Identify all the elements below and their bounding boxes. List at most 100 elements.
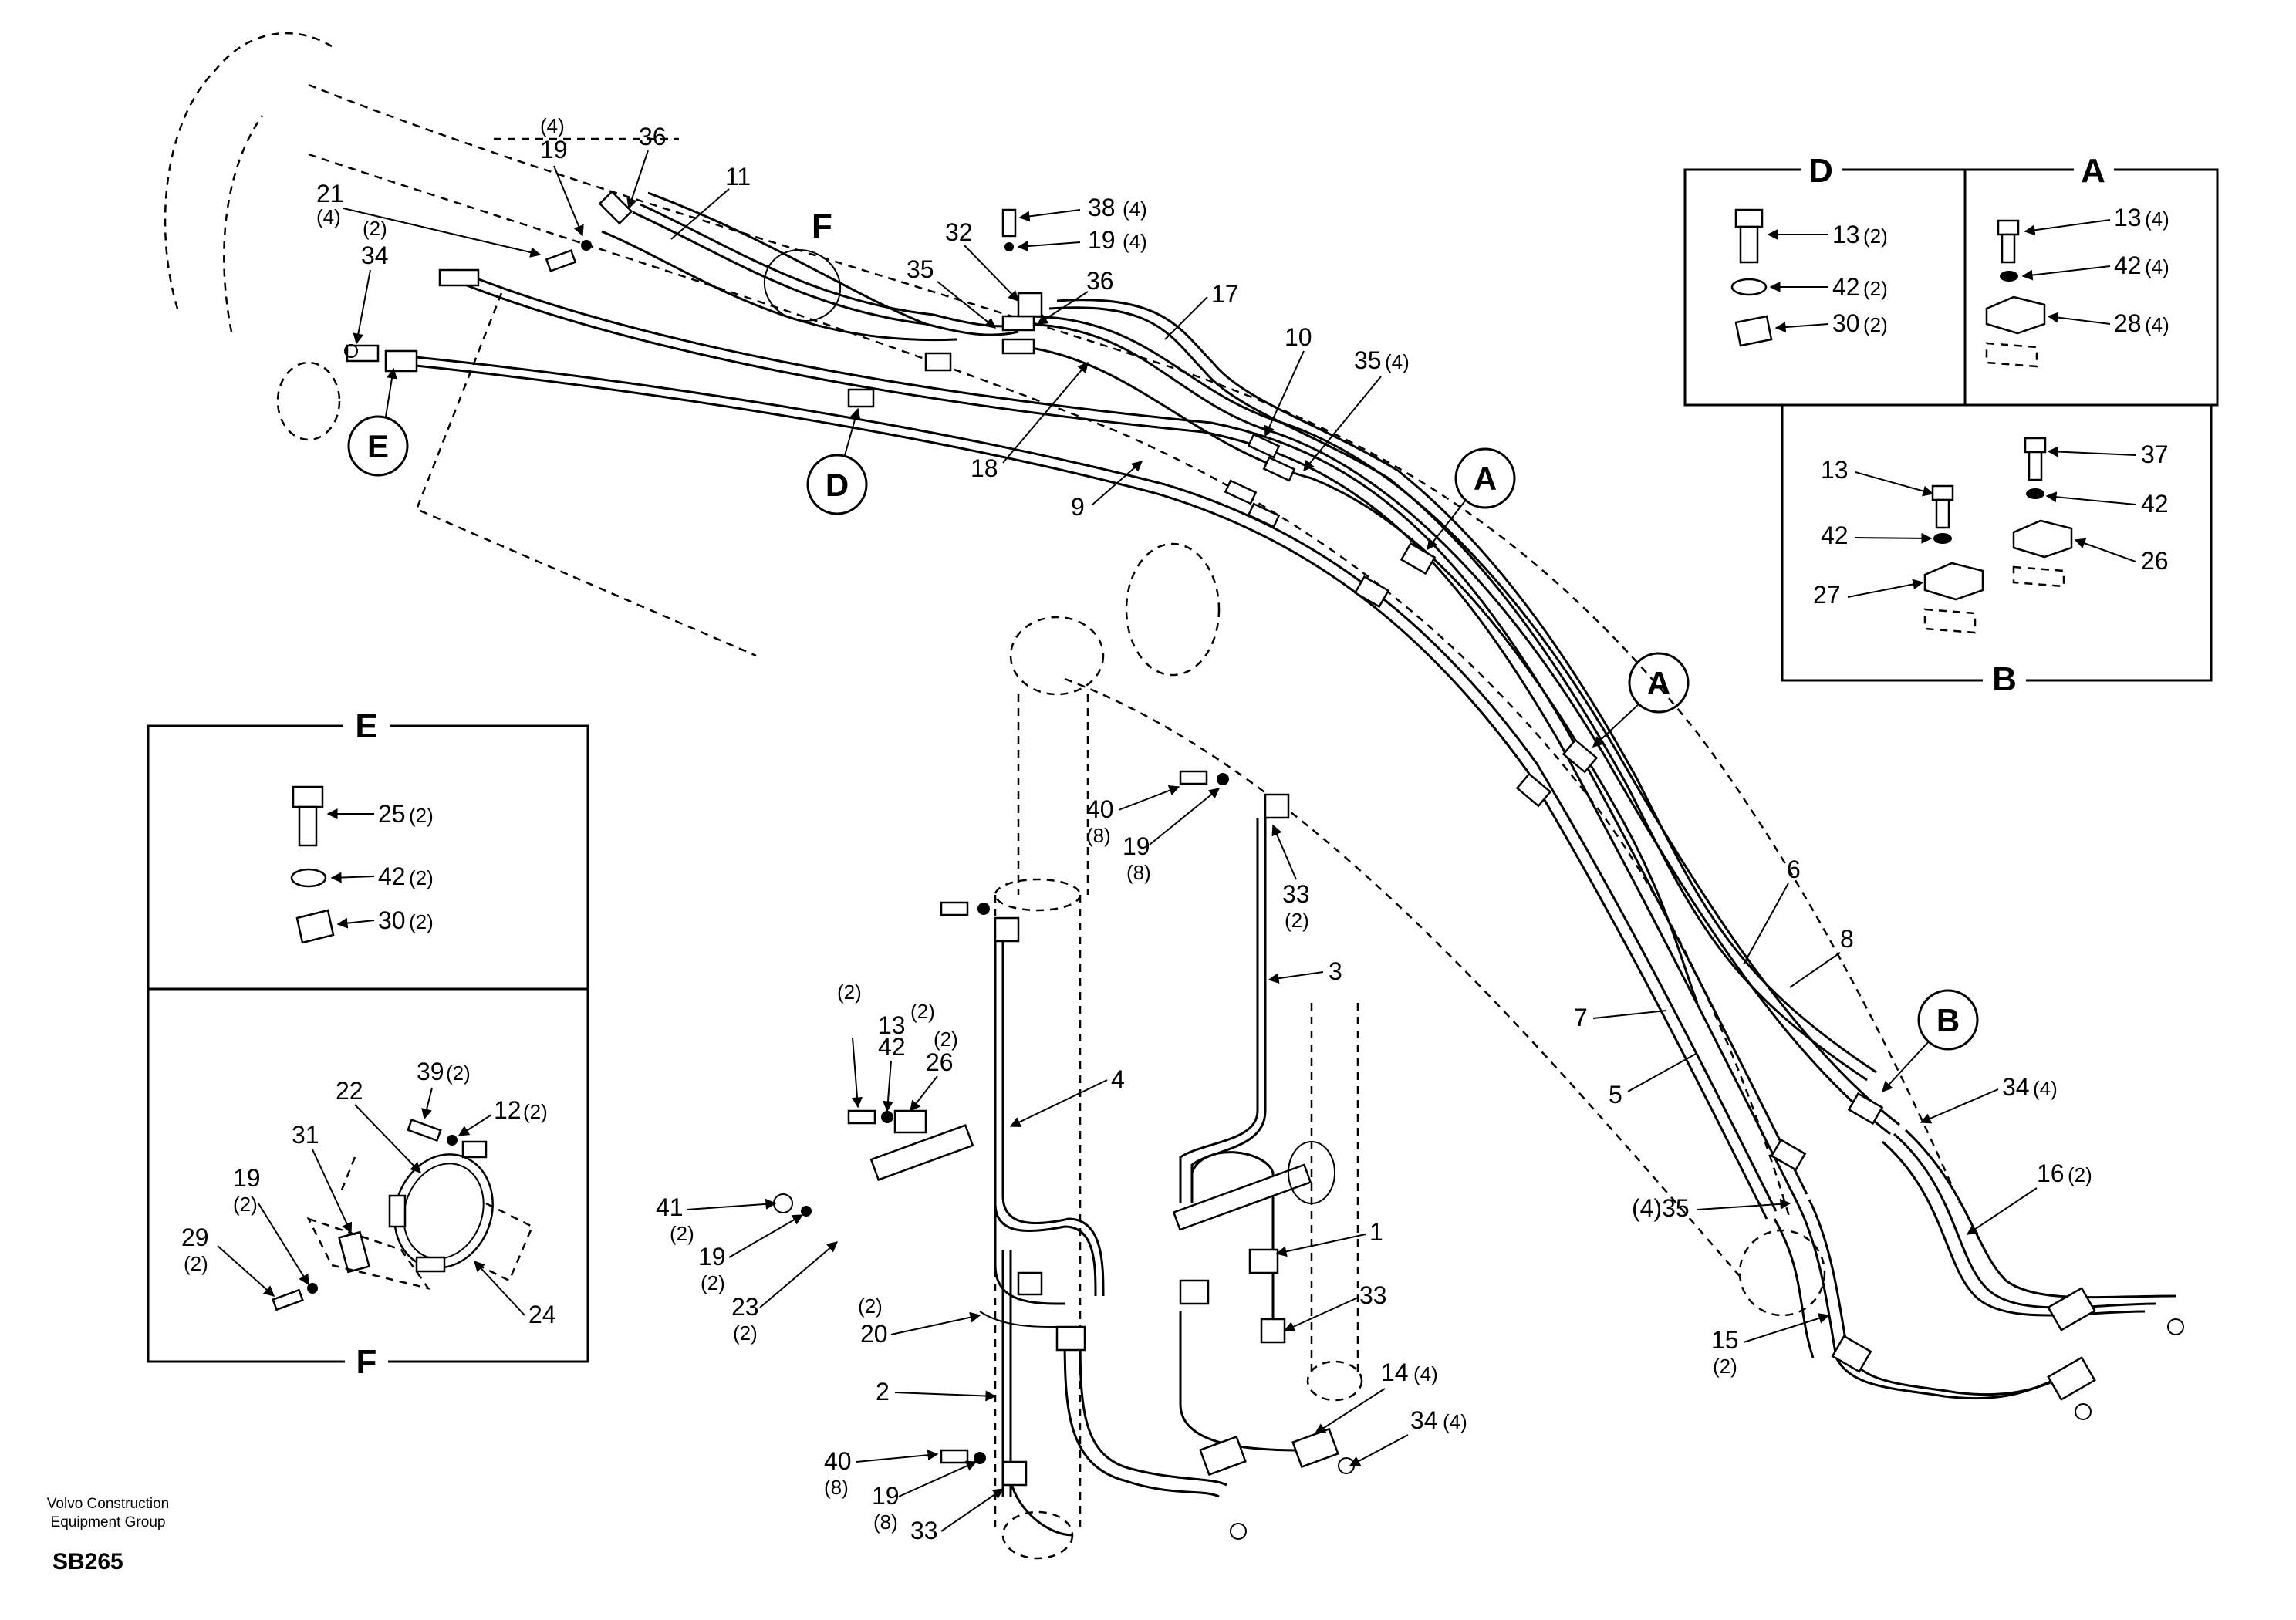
detail-F-19: 19 <box>233 1164 261 1192</box>
detail-D-42: 42 <box>1832 273 1860 301</box>
detail-E-title: E <box>355 707 377 745</box>
callout-A1: A <box>1474 461 1497 497</box>
section-callouts: E D A A B <box>347 367 1979 1093</box>
qty-34-top: (2) <box>363 217 387 240</box>
label-38: 38 <box>1088 194 1116 221</box>
label-4: 4 <box>1111 1065 1125 1093</box>
qty-13-cyl: (2) <box>837 980 862 1004</box>
detail-B-27: 27 <box>1813 581 1841 609</box>
detail-D-13: 13 <box>1832 221 1860 248</box>
detail-A-42-qty: (4) <box>2145 255 2169 278</box>
detail-F-31: 31 <box>292 1121 319 1149</box>
label-6: 6 <box>1787 856 1801 883</box>
clamps <box>346 190 2184 1540</box>
callout-B-circle <box>1917 989 1979 1051</box>
label-2: 2 <box>876 1378 890 1406</box>
callout-A2-circle <box>1628 652 1690 714</box>
label-26-cyl: 26 <box>926 1048 954 1076</box>
label-35-lower: (4)35 <box>1632 1194 1690 1222</box>
label-33-bottom: 33 <box>910 1517 938 1544</box>
label-1: 1 <box>1369 1218 1383 1246</box>
detail-box-EF: E F 25 (2) 42 (2) 30 (2) 39 (2) 12 (2) <box>147 707 589 1381</box>
label-33-mid: 33 <box>1359 1281 1387 1309</box>
qty-19-top: (4) <box>540 114 565 137</box>
detail-E-42: 42 <box>378 862 406 890</box>
label-18: 18 <box>971 454 998 482</box>
detail-E-25: 25 <box>378 800 406 828</box>
label-15: 15 <box>1711 1326 1739 1354</box>
callout-B: B <box>1936 1002 1960 1038</box>
detail-F-39: 39 <box>417 1058 444 1085</box>
qty-19-cyl: (8) <box>1126 861 1151 884</box>
qty-19-low: (2) <box>701 1271 725 1294</box>
label-19-cyl: 19 <box>1123 832 1150 860</box>
callout-A1-circle <box>1454 447 1516 509</box>
qty-41: (2) <box>670 1222 694 1245</box>
label-19-mid: 19 <box>1088 226 1116 254</box>
qty-19-bottom: (8) <box>873 1510 898 1534</box>
detail-D-30: 30 <box>1832 309 1860 337</box>
detail-D-42-qty: (2) <box>1863 277 1888 300</box>
detail-A-42: 42 <box>2114 251 2142 279</box>
detail-F-29-qty: (2) <box>184 1252 208 1275</box>
label-20: 20 <box>860 1320 888 1348</box>
label-5: 5 <box>1609 1081 1622 1109</box>
detail-B-13: 13 <box>1821 456 1849 484</box>
detail-A-13: 13 <box>2114 204 2142 231</box>
label-42-cyl: 42 <box>878 1033 906 1061</box>
label-21: 21 <box>316 180 344 208</box>
detail-F-29: 29 <box>181 1223 209 1251</box>
label-19-top: 19 <box>540 136 568 164</box>
detail-D-13-qty: (2) <box>1863 224 1888 248</box>
detail-B-42b: 42 <box>2141 490 2169 518</box>
qty-40-top: (8) <box>1086 824 1111 847</box>
detail-F-24: 24 <box>528 1301 556 1328</box>
label-36-top: 36 <box>639 123 667 150</box>
qty-42-cyl: (2) <box>910 1000 935 1023</box>
label-3: 3 <box>1329 957 1342 985</box>
detail-B-26: 26 <box>2141 547 2169 575</box>
qty-23: (2) <box>733 1321 758 1345</box>
detail-A-28: 28 <box>2114 309 2142 337</box>
label-34-right: 34 <box>2002 1073 2030 1101</box>
qty-19-mid: (4) <box>1123 230 1147 253</box>
label-19-low: 19 <box>698 1243 726 1271</box>
detail-A-title: A <box>2081 152 2105 190</box>
detail-F-title: F <box>356 1343 377 1381</box>
label-34-top: 34 <box>361 241 389 269</box>
label-19-bottom: 19 <box>872 1482 900 1510</box>
callout-D-circle <box>806 454 868 515</box>
label-14: 14 <box>1381 1358 1409 1386</box>
detail-box-B: B 13 42 27 37 42 26 <box>1781 403 2213 698</box>
qty-34-cyl: (4) <box>1443 1410 1467 1433</box>
detail-F-19-qty: (2) <box>233 1193 258 1216</box>
detail-E-30: 30 <box>378 906 406 934</box>
callout-E-circle <box>347 415 409 477</box>
label-17: 17 <box>1211 280 1239 308</box>
detail-E-25-qty: (2) <box>409 804 434 827</box>
label-9: 9 <box>1071 493 1085 521</box>
part-labels: (2) 34 (4) 21 (4) 19 36 11 F 32 35 38 (4… <box>316 114 2092 1544</box>
label-32: 32 <box>945 218 973 246</box>
label-11: 11 <box>725 163 751 191</box>
detail-F-22: 22 <box>336 1077 363 1105</box>
qty-26-cyl: (2) <box>934 1028 958 1051</box>
end-hoses <box>1773 1129 2176 1400</box>
detail-A-13-qty: (4) <box>2145 208 2169 231</box>
detail-box-DA: D A 13 (2) 42 (2) 30 (2) 13 (4) 42 (4) 2… <box>1683 152 2219 407</box>
cylinder-pipes <box>979 818 1335 1537</box>
publisher-line-2: Equipment Group <box>50 1514 166 1531</box>
label-35-right: 35 <box>1354 346 1382 374</box>
label-34-cyl: 34 <box>1410 1406 1438 1434</box>
label-40-top: 40 <box>1086 795 1114 823</box>
label-41: 41 <box>656 1193 684 1221</box>
detail-F-12: 12 <box>494 1096 522 1124</box>
qty-38: (4) <box>1123 197 1147 221</box>
callout-E: E <box>367 428 389 464</box>
detail-E-30-qty: (2) <box>409 910 434 933</box>
detail-A-28-qty: (4) <box>2145 313 2169 336</box>
detail-E-42-qty: (2) <box>409 866 434 889</box>
detail-D-30-qty: (2) <box>1863 313 1888 336</box>
qty-20: (2) <box>858 1294 883 1318</box>
